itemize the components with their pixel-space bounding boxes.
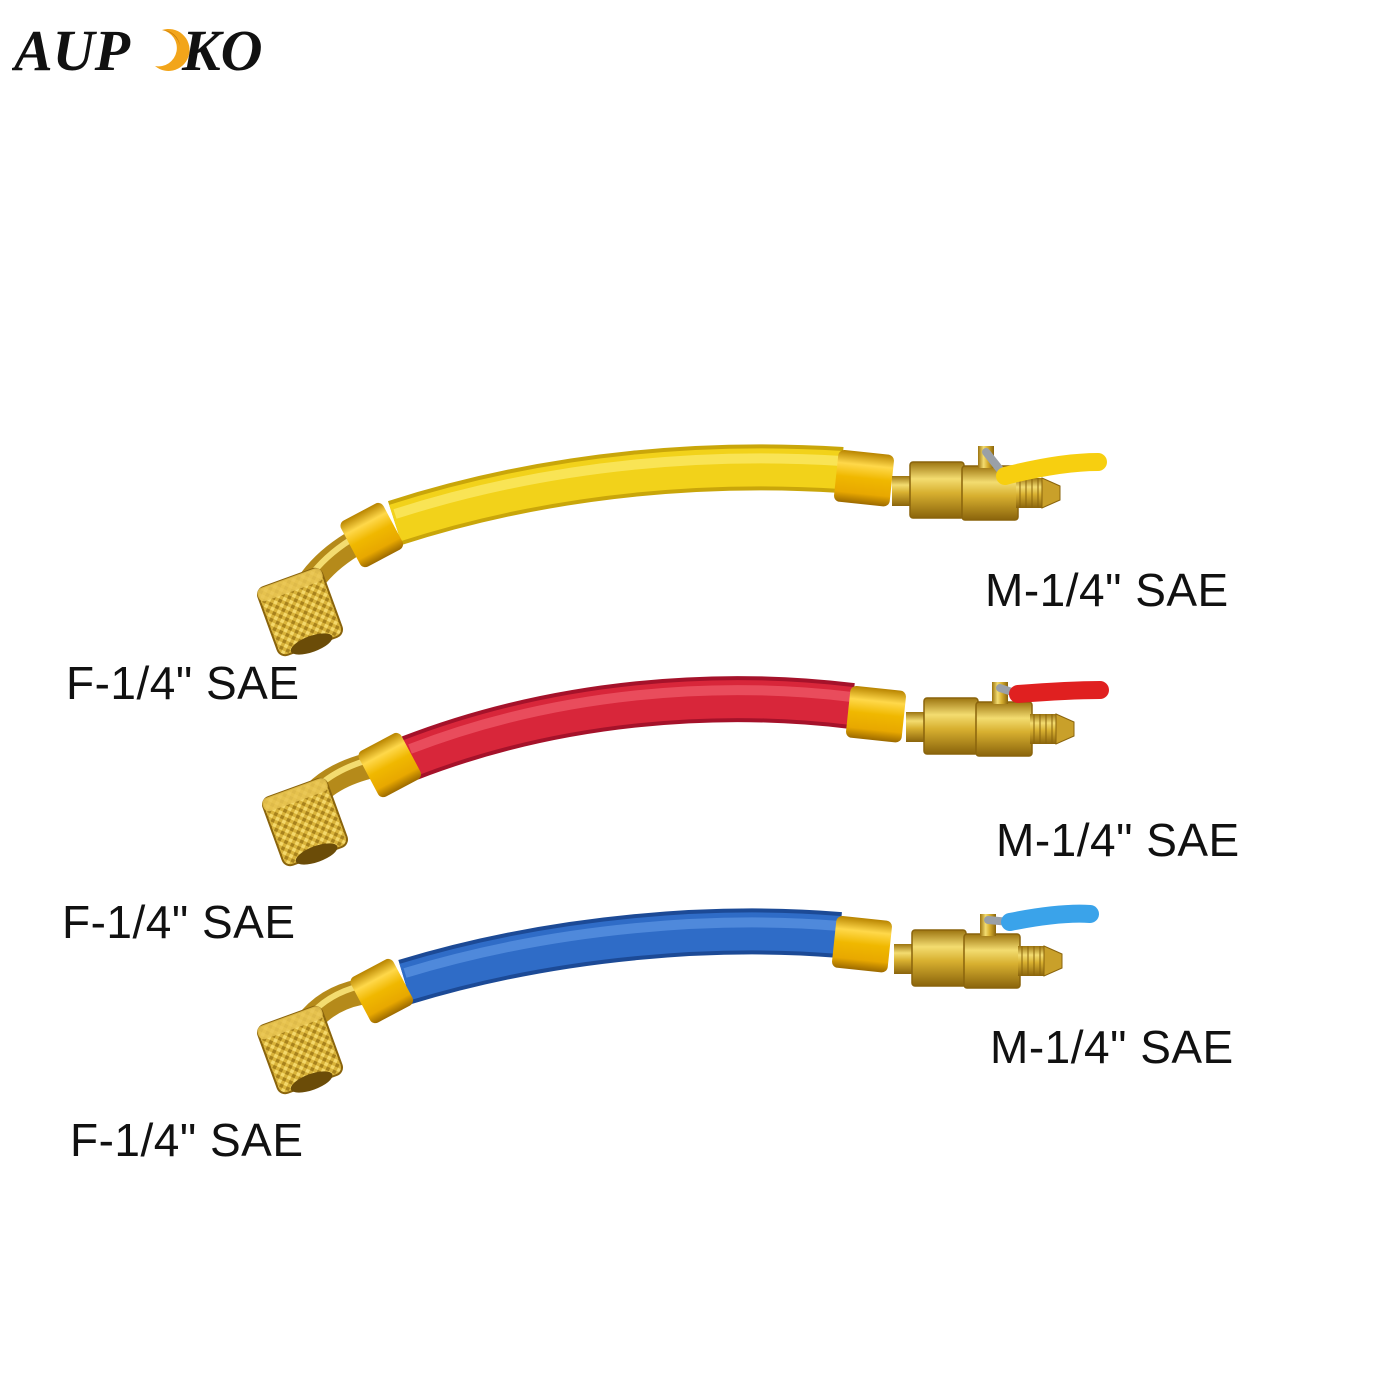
yellow-ferrule-left <box>340 502 404 568</box>
red-valve-handle-grip <box>1009 681 1109 703</box>
yellow-hose-assembly <box>256 444 1107 657</box>
yellow-knurled-nut-icon <box>256 567 344 657</box>
brand-logo-text-right: KO <box>181 18 263 80</box>
blue-ferrule-right <box>832 916 892 973</box>
yellow-female-end-label: F-1/4" SAE <box>66 657 300 709</box>
red-ball-valve-icon <box>906 682 1075 757</box>
blue-knurled-nut-icon <box>256 1005 344 1095</box>
red-hose-assembly <box>261 676 1109 867</box>
blue-flare-fitting-icon <box>1018 945 1063 977</box>
red-ferrule-right <box>846 686 906 743</box>
red-knurled-nut-icon <box>261 777 349 867</box>
blue-valve-handle-grip <box>1001 904 1099 931</box>
yellow-flare-fitting-icon <box>1016 477 1061 509</box>
blue-female-end-label: F-1/4" SAE <box>70 1114 304 1166</box>
blue-hose-assembly <box>256 904 1099 1095</box>
red-flare-fitting-icon <box>1030 713 1075 745</box>
blue-ferrule-left <box>350 958 414 1024</box>
blue-male-end-label: M-1/4" SAE <box>990 1021 1234 1073</box>
yellow-ball-valve-icon <box>892 446 1061 521</box>
brand-logo: AUP KO <box>12 18 263 80</box>
brand-logo-text-left: AUP <box>12 18 131 80</box>
red-ferrule-left <box>358 732 422 798</box>
red-male-end-label: M-1/4" SAE <box>996 814 1240 866</box>
yellow-male-end-label: M-1/4" SAE <box>985 564 1229 616</box>
yellow-ferrule-right <box>834 450 894 507</box>
yellow-valve-handle-grip <box>996 453 1107 485</box>
blue-ball-valve-icon <box>894 914 1063 989</box>
red-female-end-label: F-1/4" SAE <box>62 896 296 948</box>
brand-swirl-icon <box>155 28 190 71</box>
